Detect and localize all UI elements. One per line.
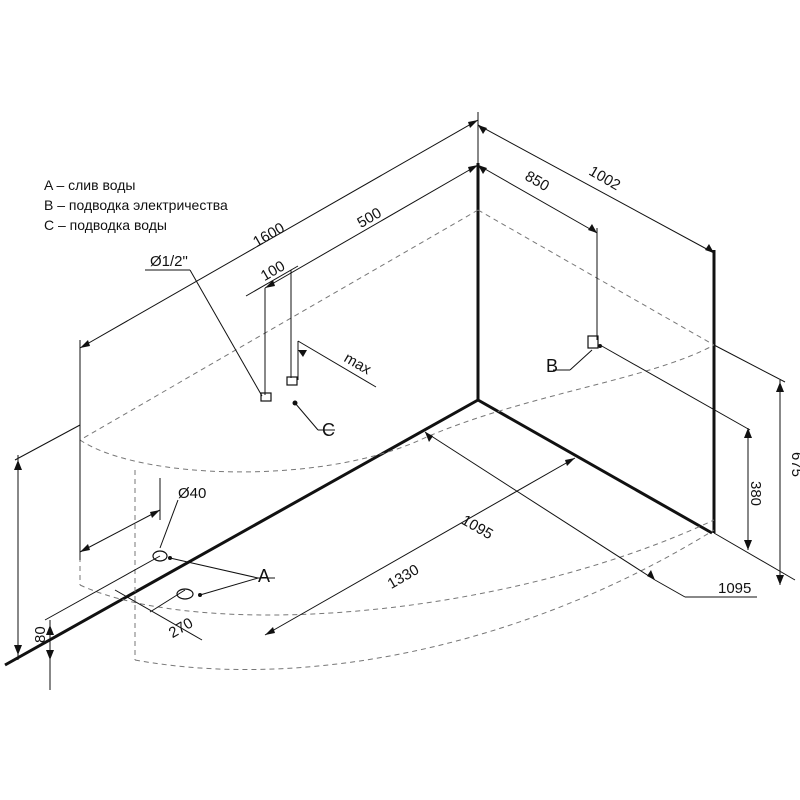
dimension-lines: [14, 112, 796, 690]
legend-item-c: C – подводка воды: [44, 217, 167, 233]
dim-1600: 1600: [250, 219, 287, 250]
marker-a: A: [258, 566, 270, 586]
water-supply-point: [292, 400, 298, 406]
dim-max: max: [341, 350, 374, 379]
dim-pipe-diameter: Ø1/2": [150, 253, 188, 270]
dim-380: 380: [747, 481, 764, 506]
legend: A – слив воды B – подводка электричества…: [44, 177, 228, 233]
electric-point: [598, 344, 602, 348]
dim-80: 80: [32, 626, 49, 643]
water-pipe-fitting-right: [286, 376, 298, 386]
arrowheads: [14, 120, 784, 660]
marker-c: C: [322, 420, 335, 440]
water-pipe-fitting-left: [260, 392, 272, 402]
drain-lower-point: [198, 593, 202, 597]
dim-1002: 1002: [586, 163, 623, 194]
drain-lower: [176, 588, 194, 600]
fixtures: [152, 335, 602, 600]
dim-270: 270: [166, 615, 196, 642]
legend-item-a: A – слив воды: [44, 177, 135, 193]
wall-corner: [4, 163, 716, 667]
marker-b: B: [546, 356, 558, 376]
dim-1095-side: 1095: [718, 580, 751, 597]
dim-100: 100: [258, 258, 288, 285]
dim-drain-diameter: Ø40: [178, 485, 206, 502]
drain-upper-point: [168, 556, 172, 560]
dim-675: 675: [788, 452, 800, 477]
dim-1330: 1330: [385, 561, 422, 592]
dim-500: 500: [354, 204, 384, 231]
drain-upper: [152, 550, 168, 562]
dim-850: 850: [522, 168, 552, 195]
electric-outlet: [587, 335, 599, 349]
bathtub-outline: [79, 209, 715, 671]
dim-1095-diagonal: 1095: [458, 512, 495, 543]
legend-item-b: B – подводка электричества: [44, 197, 228, 213]
